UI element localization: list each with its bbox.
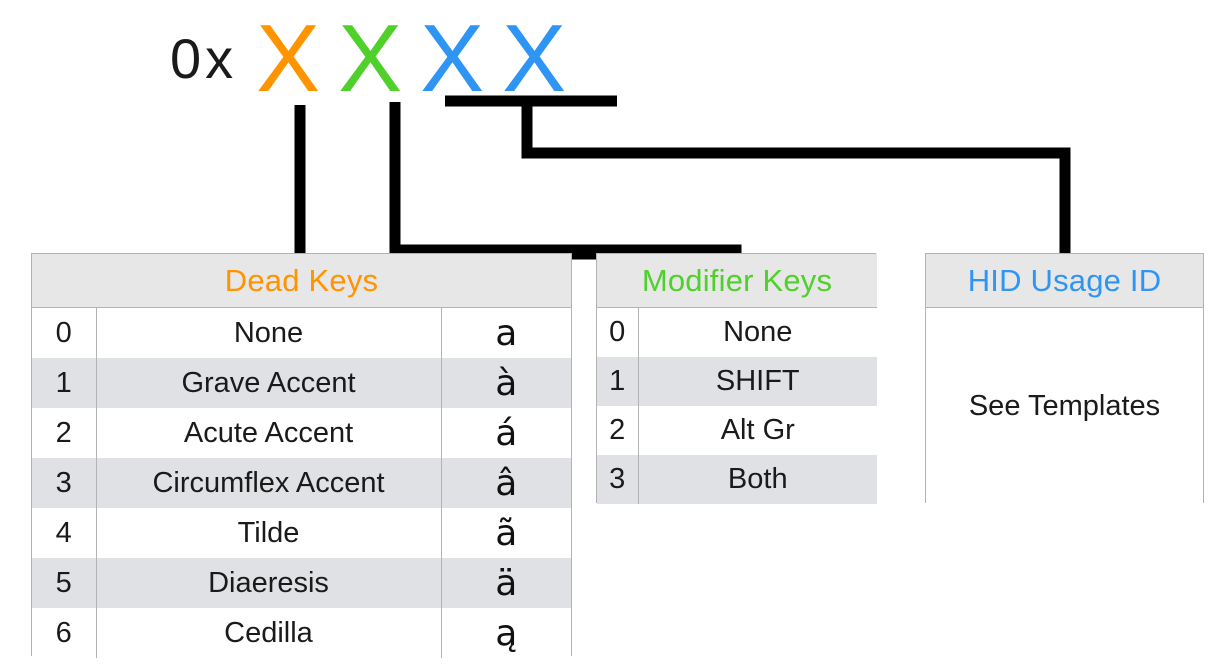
table-hid-usage-body: See Templates	[926, 307, 1203, 504]
modifier-key-index: 3	[597, 455, 639, 504]
dead-key-index: 5	[32, 558, 97, 608]
dead-key-glyph: ä	[440, 558, 572, 608]
connector-hid-polyline	[521, 101, 1071, 253]
table-dead-keys-body: 0 None a 1 Grave Accent à 2 Acute Accent…	[32, 307, 572, 658]
modifier-key-index: 0	[597, 307, 639, 357]
hex-code-display: 0x X X X X	[170, 5, 575, 112]
table-modifier-keys-title: Modifier Keys	[597, 254, 878, 308]
dead-key-index: 1	[32, 358, 97, 408]
dead-key-name: Circumflex Accent	[152, 466, 385, 499]
table-row: 1 SHIFT	[597, 357, 878, 406]
modifier-key-name: Both	[727, 463, 788, 495]
table-hid-usage-id: HID Usage ID See Templates	[925, 253, 1204, 504]
hex-digit-hid-high: X	[420, 5, 485, 112]
connector-modifier-polyline	[389, 102, 742, 256]
dead-key-glyph: ą	[440, 608, 572, 658]
table-row: 2 Alt Gr	[597, 406, 878, 455]
dead-key-name: Diaeresis	[208, 566, 329, 599]
modifier-key-index: 1	[597, 357, 639, 406]
modifier-key-name: Alt Gr	[720, 414, 795, 446]
table-modifier-keys-body: 0 None 1 SHIFT 2 Alt Gr 3 Both	[597, 307, 878, 504]
dead-key-name: Tilde	[237, 516, 300, 549]
table-row: 3 Both	[597, 455, 878, 504]
hid-usage-body-text: See Templates	[926, 307, 1203, 504]
table-row: 2 Acute Accent á	[32, 408, 572, 458]
dead-key-glyph: a	[440, 307, 572, 358]
table-row: 5 Diaeresis ä	[32, 558, 572, 608]
dead-key-index: 3	[32, 458, 97, 508]
table-dead-keys: Dead Keys 0 None a 1 Grave Accent à 2 Ac…	[31, 253, 572, 658]
hex-prefix: 0x	[170, 27, 238, 90]
modifier-key-name: None	[723, 316, 793, 348]
table-row: 0 None	[597, 307, 878, 357]
dead-key-glyph: á	[440, 408, 572, 458]
table-modifier-keys-header-row: Modifier Keys	[597, 254, 878, 308]
table-dead-keys-title: Dead Keys	[32, 254, 572, 308]
table-hid-usage-title: HID Usage ID	[926, 254, 1203, 308]
hex-digit-modifier-keys: X	[338, 5, 403, 112]
hex-digit-dead-keys: X	[256, 5, 321, 112]
table-row: 1 Grave Accent à	[32, 358, 572, 408]
dead-key-index: 2	[32, 408, 97, 458]
table-dead-keys-header-row: Dead Keys	[32, 254, 572, 308]
dead-key-index: 4	[32, 508, 97, 558]
dead-key-glyph: ã	[440, 508, 572, 558]
dead-key-name: None	[233, 316, 304, 349]
dead-key-glyph: à	[440, 358, 572, 408]
connector-modifier-keys	[389, 102, 742, 260]
table-hid-usage-header-row: HID Usage ID	[926, 254, 1203, 308]
dead-key-name: Acute Accent	[183, 416, 354, 449]
modifier-key-index: 2	[597, 406, 639, 455]
dead-key-name: Grave Accent	[181, 366, 356, 399]
table-modifier-keys: Modifier Keys 0 None 1 SHIFT 2 Alt Gr 3 …	[596, 253, 878, 504]
table-row: See Templates	[926, 307, 1203, 504]
dead-key-index: 6	[32, 608, 97, 658]
table-row: 3 Circumflex Accent â	[32, 458, 572, 508]
hex-digit-hid-low: X	[502, 5, 567, 112]
table-row: 4 Tilde ã	[32, 508, 572, 558]
dead-key-index: 0	[32, 307, 97, 358]
dead-key-name: Cedilla	[224, 616, 313, 649]
modifier-key-name: SHIFT	[715, 365, 800, 397]
dead-key-glyph: â	[440, 458, 572, 508]
table-row: 6 Cedilla ą	[32, 608, 572, 658]
table-row: 0 None a	[32, 307, 572, 358]
